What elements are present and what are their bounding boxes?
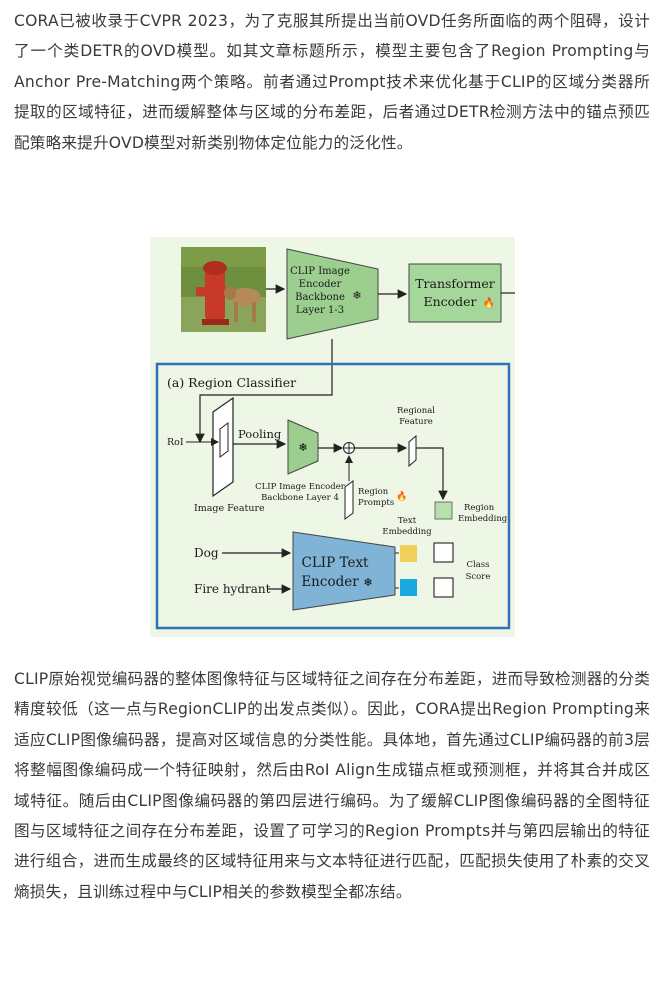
svg-text:Region: Region [358, 487, 389, 497]
transformer-encoder [408, 263, 502, 323]
clip-layer4 [287, 419, 319, 475]
svg-text:RoI: RoI [167, 437, 184, 448]
svg-text:Encoder: Encoder [299, 279, 342, 290]
svg-text:Encoder: Encoder [301, 574, 359, 590]
input-photo [181, 247, 266, 332]
region-prompts [344, 480, 354, 520]
text-embedding-dog [400, 545, 417, 562]
region-embedding [434, 501, 453, 520]
svg-text:Score: Score [466, 572, 491, 582]
method-paragraph: CLIP原始视觉编码器的整体图像特征与区域特征之间存在分布差距，进而导致检测器的… [14, 670, 650, 901]
clip-image-encoder-top [286, 248, 379, 340]
svg-text:Backbone Layer 4: Backbone Layer 4 [261, 493, 339, 503]
svg-text:Embedding: Embedding [382, 527, 432, 537]
text-embedding-hydrant [400, 579, 417, 596]
svg-text:Pooling: Pooling [238, 427, 282, 441]
svg-text:Fire hydrant: Fire hydrant [194, 582, 271, 596]
flame-icon: 🔥 [483, 296, 495, 309]
svg-text:Embedding: Embedding [458, 514, 508, 524]
svg-text:Class: Class [466, 560, 489, 570]
figure-diagram: CLIP Image Encoder Backbone Layer 1-3 ❄ … [155, 247, 515, 630]
svg-text:CLIP Image: CLIP Image [290, 266, 350, 277]
class-score-hydrant [433, 577, 454, 598]
svg-text:(a) Region Classifier: (a) Region Classifier [167, 375, 296, 390]
svg-text:Dog: Dog [194, 546, 219, 560]
clip-text-encoder [292, 531, 396, 611]
regional-feature [408, 434, 417, 468]
flame-icon: 🔥 [396, 490, 407, 502]
svg-text:CLIP Text: CLIP Text [302, 555, 370, 571]
svg-text:Prompts: Prompts [358, 498, 394, 508]
svg-text:Region: Region [464, 503, 495, 513]
region-classifier-box [155, 362, 511, 630]
svg-text:Transformer: Transformer [415, 276, 495, 291]
class-score-dog [433, 542, 454, 563]
svg-text:Encoder: Encoder [423, 294, 476, 309]
snowflake-icon: ❄ [298, 441, 307, 454]
intro-paragraph: CORA已被收录于CVPR 2023，为了克服其所提出当前OVD任务所面临的两个… [14, 12, 650, 152]
svg-text:Feature: Feature [399, 417, 433, 427]
svg-text:Text: Text [398, 516, 417, 526]
svg-text:Backbone: Backbone [295, 292, 345, 303]
svg-text:CLIP Image Encoder: CLIP Image Encoder [255, 482, 346, 492]
snowflake-icon: ❄ [352, 289, 361, 302]
svg-text:Regional: Regional [397, 406, 435, 416]
snowflake-icon: ❄ [363, 576, 372, 589]
architecture-figure: CLIP Image Encoder Backbone Layer 1-3 ❄ … [150, 237, 515, 637]
svg-text:Image Feature: Image Feature [194, 503, 265, 514]
svg-text:Layer 1-3: Layer 1-3 [296, 305, 344, 316]
